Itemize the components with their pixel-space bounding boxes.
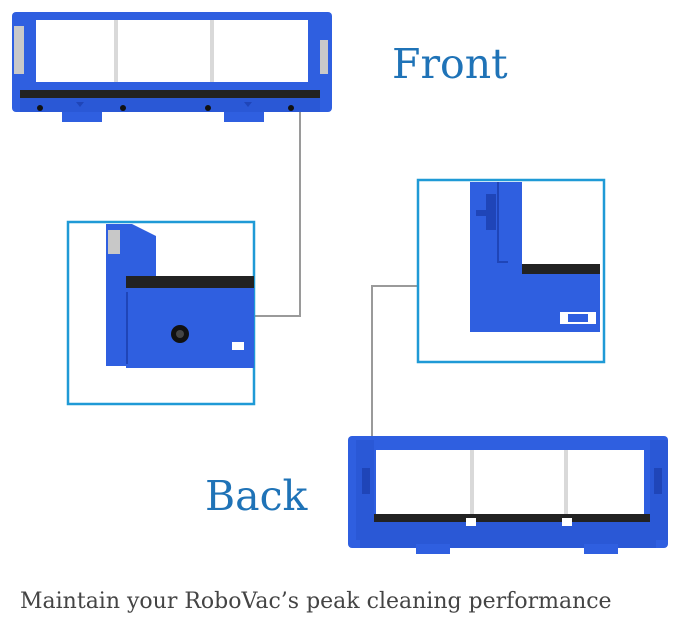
front-detail-callout (66, 220, 256, 406)
back-brush-guard (348, 436, 668, 554)
connector-lines (254, 110, 418, 448)
front-brush-guard (12, 12, 332, 122)
back-label: Back (205, 472, 308, 520)
back-callout-connector (371, 285, 418, 448)
front-label: Front (392, 40, 508, 88)
front-callout-connector (254, 110, 301, 317)
back-detail-callout (416, 178, 606, 364)
caption: Maintain your RoboVac’s peak cleaning pe… (20, 589, 612, 614)
